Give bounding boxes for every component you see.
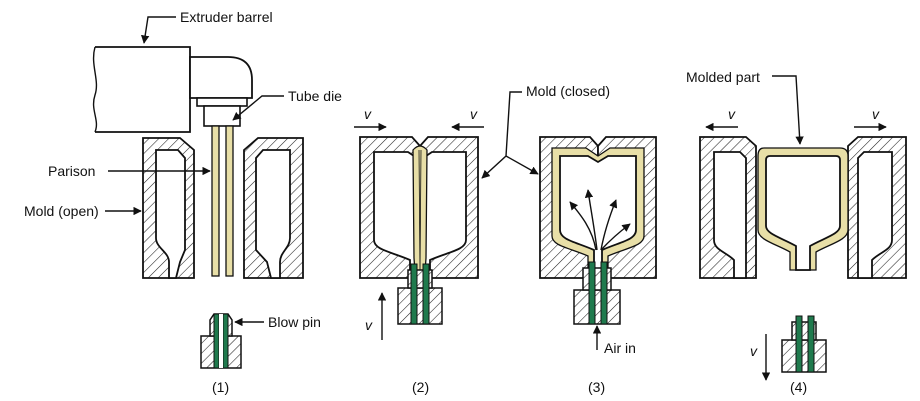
step-2-label: (2) [412,379,429,395]
air-in-label: Air in [604,340,636,356]
step-1-label: (1) [212,379,229,395]
mold-open-label: Mold (open) [24,203,99,219]
step-3-group [539,136,657,350]
extruder-elbow [189,56,253,99]
tube-die [203,105,241,127]
velocity-label-step-2-left: v [364,106,372,122]
mold-closed-label: Mold (closed) [526,83,610,99]
step-2-group [354,122,484,340]
velocity-label-step-2-up: v [365,317,373,333]
blow-pin-label: Blow pin [268,314,321,330]
molded-part-label: Molded part [686,69,760,85]
parison-label: Parison [48,163,95,179]
extruder-barrel-break [92,46,98,133]
blow-pin-step-4 [781,315,827,373]
step-4-group [699,75,907,381]
velocity-label-step-4-left: v [728,106,736,122]
extruder-barrel-label: Extruder barrel [180,9,273,25]
velocity-label-step-4-right: v [872,106,880,122]
die-body [196,97,248,107]
velocity-label-step-2-right: v [470,106,478,122]
step-1-group [92,16,304,369]
tube-die-label: Tube die [288,88,342,104]
velocity-label-step-4-down: v [750,343,758,359]
extruder-barrel [95,46,191,133]
parison-tube [211,125,220,277]
step-3-label: (3) [588,379,605,395]
step-4-label: (4) [790,379,807,395]
blow-pin-step-2 [397,263,443,325]
blow-pin-step-1 [200,313,242,369]
blow-pin-step-3 [573,261,621,325]
